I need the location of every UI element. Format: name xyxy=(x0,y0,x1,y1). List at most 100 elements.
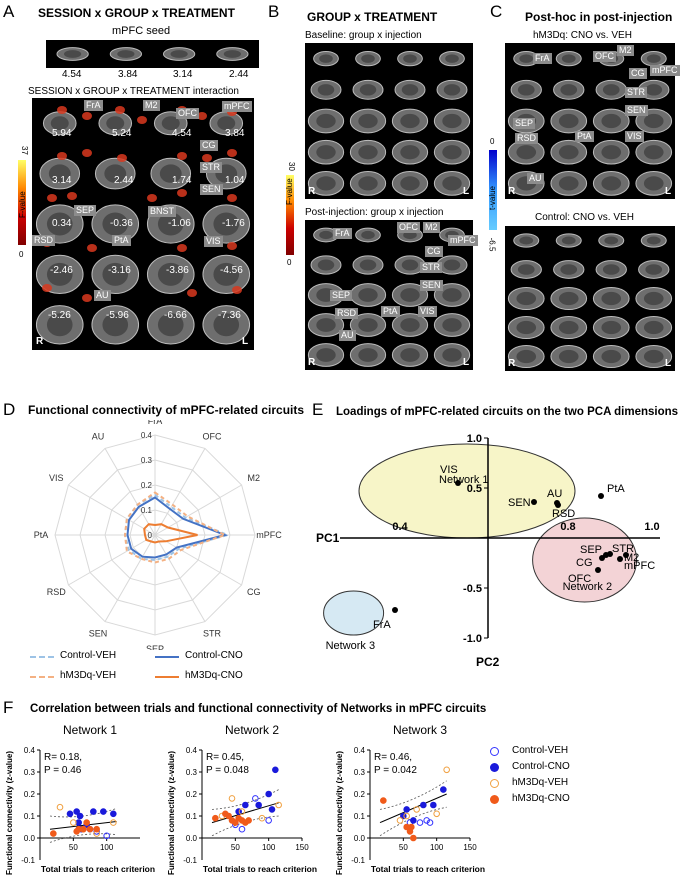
brain-slice-inner xyxy=(400,348,420,362)
activation-blob xyxy=(82,149,92,157)
x-axis-label: Total trials to reach criterion xyxy=(203,864,317,874)
scatter-point-hm3dq-cno xyxy=(410,834,417,842)
scatter-legend: Control-VEH Control-CNO hM3Dq-VEH hM3Dq-… xyxy=(490,745,670,825)
scatter-point-hm3dq-cno xyxy=(232,819,239,826)
brain-slice-inner xyxy=(442,318,462,332)
y-tick-label: 0.0 xyxy=(186,834,198,843)
scatter-point-hm3dq-veh xyxy=(275,801,282,809)
scatter-point-hm3dq-cno xyxy=(380,797,387,804)
radar-tick-label: 0.4 xyxy=(141,431,153,440)
scatter-point-control-cno xyxy=(75,819,82,826)
brain-slice-inner xyxy=(358,176,378,191)
baseline-brain-panel: R L xyxy=(305,43,473,199)
y-tick-label: 0.1 xyxy=(186,812,198,821)
panel-a-letter: A xyxy=(3,2,15,21)
brain-slice-inner xyxy=(517,264,535,275)
panel-c-letter: C xyxy=(490,2,503,21)
radar-axis-label: FrA xyxy=(148,420,163,426)
scatter-point-control-veh xyxy=(416,819,424,826)
region-tag: M2 xyxy=(423,222,440,233)
slice-value: 3.14 xyxy=(52,175,72,186)
pc2-tick-label: -1.0 xyxy=(463,633,482,645)
y-tick-label: 0.3 xyxy=(354,768,366,777)
region-tag: OFC xyxy=(397,222,420,233)
pca-point-vis xyxy=(455,480,461,486)
activation-blob xyxy=(197,112,207,120)
seed-value-0: 4.54 xyxy=(62,69,82,80)
region-tag: VIS xyxy=(418,306,437,317)
legend-control-veh: Control-VEH xyxy=(512,745,569,756)
colorbar-a-min: 0 xyxy=(19,250,24,259)
brain-slices xyxy=(507,233,673,369)
activation-blob xyxy=(177,244,187,252)
brain-slice-inner xyxy=(400,318,420,332)
activation-blob xyxy=(202,154,212,162)
scatter-point-hm3dq-veh xyxy=(258,814,266,822)
fit-line xyxy=(211,802,279,824)
region-tag: SEP xyxy=(74,205,97,216)
brain-slice-inner xyxy=(602,84,620,96)
brain-slice-inner xyxy=(213,313,240,337)
seed-value-3: 2.44 xyxy=(229,69,249,80)
y-axis-label: Functional connectivity (z-value) xyxy=(5,751,14,875)
y-axis-label: Functional connectivity (z-value) xyxy=(335,751,344,875)
y-tick-label: 0.3 xyxy=(24,768,36,777)
brain-slice-inner xyxy=(643,320,664,335)
y-tick-label: 0.2 xyxy=(24,790,36,799)
brain-slice-inner xyxy=(560,84,578,96)
brain-slice-inner xyxy=(361,230,375,240)
scatter-point-hm3dq-cno xyxy=(93,825,100,833)
scatter-point-control-cno xyxy=(235,808,242,815)
brain-slice-inner xyxy=(102,313,129,337)
scatter-point-control-veh xyxy=(238,825,246,833)
slice-value: 5.24 xyxy=(112,128,132,139)
activation-blob xyxy=(117,154,127,162)
brain-slice-inner xyxy=(443,259,461,271)
region-tag: SEN xyxy=(200,184,223,195)
region-tag: FrA xyxy=(333,228,352,239)
region-tag: SEP xyxy=(330,290,353,301)
brain-slice-inner xyxy=(358,113,378,129)
hm3dq-brain-panel: FrA OFC M2 CG mPFC STR SEN SEP RSD PtA V… xyxy=(505,43,680,199)
pca-point-label: PtA xyxy=(607,483,625,495)
scatter-point-control-cno xyxy=(272,766,279,774)
brain-slice-inner xyxy=(643,145,664,160)
brain-slice-inner xyxy=(516,349,537,364)
activation-blob xyxy=(57,106,67,114)
activation-blob xyxy=(67,192,77,200)
brain-slice-inner xyxy=(48,164,71,183)
brain-slice-inner xyxy=(316,348,336,362)
slice-value: 0.34 xyxy=(52,218,72,229)
radar-axis-label: RSD xyxy=(47,587,67,597)
legend-control-veh: Control-VEH xyxy=(60,650,117,661)
slice-value: -7.36 xyxy=(218,310,241,321)
control-brain-panel: R L xyxy=(505,226,675,371)
post-injection-label: Post-injection: group x injection xyxy=(305,207,444,218)
slice-value: 1.04 xyxy=(225,175,245,186)
region-tag: CG xyxy=(425,246,443,257)
panel-d-letter: D xyxy=(3,400,16,419)
radar-tick-label: 0.3 xyxy=(141,456,153,465)
brain-slice-inner xyxy=(46,262,73,286)
scatter-point-hm3dq-cno xyxy=(408,823,415,831)
brain-slice-inner xyxy=(213,262,240,286)
radar-tick-label: 0.2 xyxy=(141,481,153,490)
brain-slice-inner xyxy=(442,348,462,362)
region-tag: mPFC xyxy=(650,65,680,76)
colorbar-a-label: F-value xyxy=(18,191,27,218)
brain-slice-inner xyxy=(601,176,622,191)
region-tag: SEN xyxy=(420,280,443,291)
pca-point-pta xyxy=(598,493,604,499)
p-value: P = 0.048 xyxy=(206,765,249,776)
network3-ellipse xyxy=(323,590,385,636)
brain-slice-inner xyxy=(358,318,378,332)
radar-axis-label: mPFC xyxy=(256,530,282,540)
activation-blob xyxy=(82,294,92,302)
region-tag: AU xyxy=(527,173,544,184)
x-tick-label: 150 xyxy=(295,843,309,852)
pca-point-str xyxy=(607,551,613,557)
pca-point-label: SEP xyxy=(580,544,602,556)
region-tag: AU xyxy=(339,330,356,341)
scatter-point-hm3dq-veh xyxy=(413,806,420,813)
